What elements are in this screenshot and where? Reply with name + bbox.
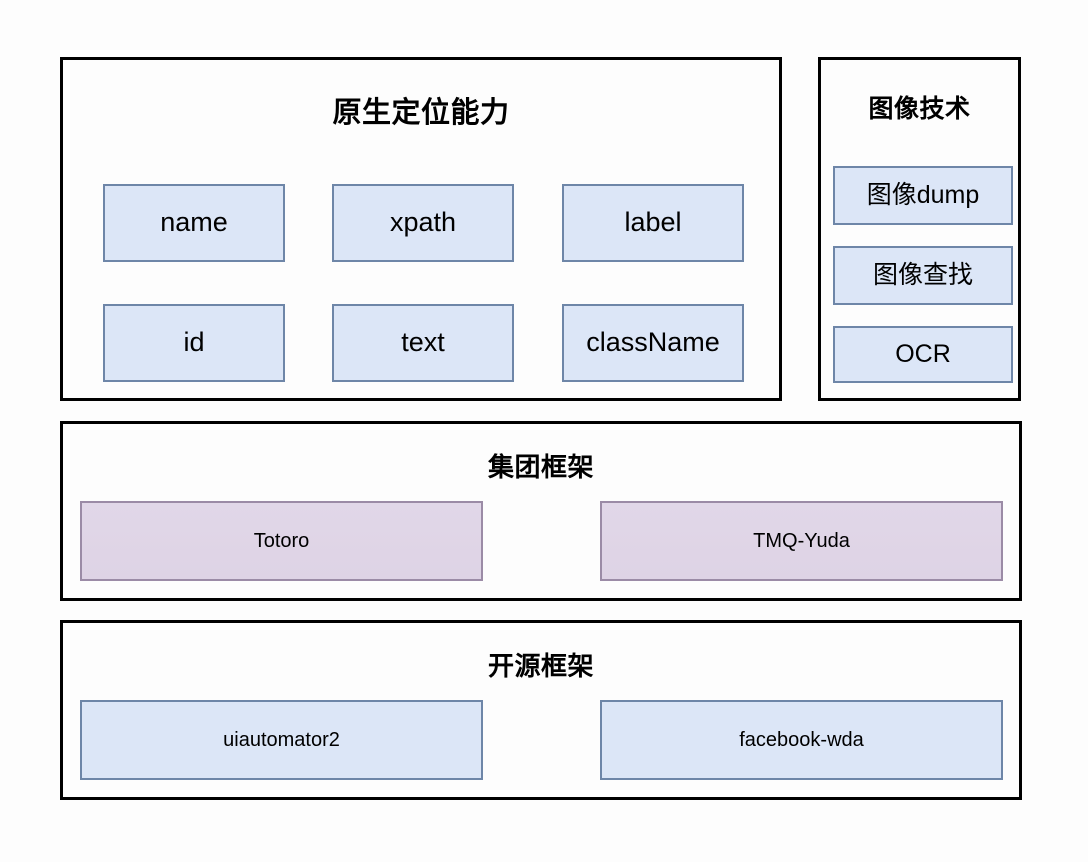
node-xpath-label: xpath bbox=[389, 207, 457, 238]
panel-image-technology-title: 图像技术 bbox=[868, 95, 971, 123]
node-classname[interactable]: className bbox=[562, 304, 744, 382]
node-uiautomator2[interactable]: uiautomator2 bbox=[80, 700, 483, 780]
node-name-label: name bbox=[160, 207, 228, 238]
node-image-search-label: 图像查找 bbox=[872, 260, 973, 289]
panel-group-frameworks: 集团框架 Totoro TMQ-Yuda bbox=[60, 421, 1022, 601]
node-totoro-label: Totoro bbox=[253, 530, 310, 552]
panel-open-source-frameworks-title: 开源框架 bbox=[487, 651, 594, 681]
panel-native-locators: 原生定位能力 name xpath label id text classNam… bbox=[60, 57, 782, 401]
node-tmq-yuda-label: TMQ-Yuda bbox=[753, 530, 850, 552]
node-uiautomator2-label: uiautomator2 bbox=[223, 729, 340, 751]
node-xpath[interactable]: xpath bbox=[332, 184, 514, 262]
node-label[interactable]: label bbox=[562, 184, 744, 262]
node-label-label: label bbox=[624, 207, 682, 238]
node-id[interactable]: id bbox=[103, 304, 285, 382]
node-totoro[interactable]: Totoro bbox=[80, 501, 483, 581]
node-text[interactable]: text bbox=[332, 304, 514, 382]
node-tmq-yuda[interactable]: TMQ-Yuda bbox=[600, 501, 1003, 581]
panel-native-locators-title: 原生定位能力 bbox=[332, 97, 510, 129]
node-ocr[interactable]: OCR bbox=[833, 326, 1013, 383]
node-facebook-wda[interactable]: facebook-wda bbox=[600, 700, 1003, 780]
node-id-label: id bbox=[183, 327, 205, 358]
node-image-search[interactable]: 图像查找 bbox=[833, 246, 1013, 305]
node-image-dump[interactable]: 图像dump bbox=[833, 166, 1013, 225]
node-text-label: text bbox=[401, 327, 445, 358]
node-facebook-wda-label: facebook-wda bbox=[739, 729, 864, 751]
panel-open-source-frameworks: 开源框架 uiautomator2 facebook-wda bbox=[60, 620, 1022, 800]
panel-image-technology: 图像技术 图像dump 图像查找 OCR bbox=[818, 57, 1021, 401]
node-ocr-label: OCR bbox=[895, 339, 951, 368]
panel-group-frameworks-title: 集团框架 bbox=[487, 452, 594, 482]
node-name[interactable]: name bbox=[103, 184, 285, 262]
node-classname-label: className bbox=[586, 327, 720, 358]
node-image-dump-label: 图像dump bbox=[866, 180, 980, 209]
